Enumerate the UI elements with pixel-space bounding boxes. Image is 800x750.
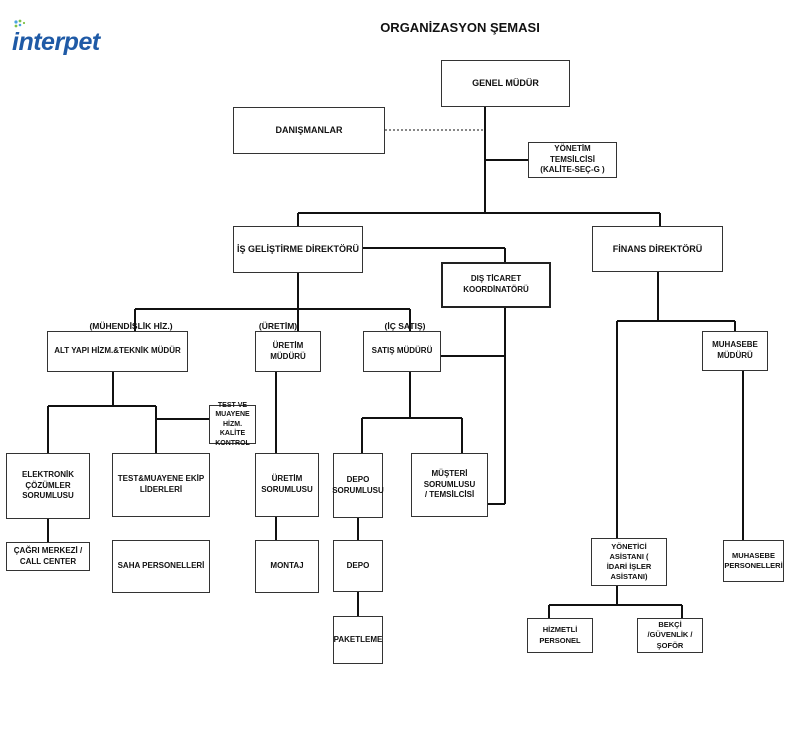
node-genel-mudur: GENEL MÜDÜR (441, 60, 570, 107)
node-saha-personelleri: SAHA PERSONELLERİ (112, 540, 210, 593)
node-montaj: MONTAJ (255, 540, 319, 593)
label-uretim: (ÜRETİM) (258, 321, 298, 331)
node-elektronik: ELEKTRONİK ÇÖZÜMLER SORUMLUSU (6, 453, 90, 519)
node-paketleme: PAKETLEME (333, 616, 383, 664)
node-test-ekip: TEST&MUAYENE EKİP LİDERLERİ (112, 453, 210, 517)
logo-dots-icon (14, 19, 26, 28)
interpet-logo: interpet (12, 28, 100, 56)
node-alt-yapi: ALT YAPI HİZM.&TEKNİK MÜDÜR (47, 331, 188, 372)
node-cagri-merkezi: ÇAĞRI MERKEZİ / CALL CENTER (6, 542, 90, 571)
label-ic-satis: (İÇ SATIŞ) (384, 321, 426, 331)
node-yonetici-asistani: YÖNETİCİ ASİSTANI ( İDARİ İŞLER ASİSTANI… (591, 538, 667, 586)
node-dis-ticaret: DIŞ TİCARET KOORDİNATÖRÜ (441, 262, 551, 308)
node-finans: FİNANS DİREKTÖRÜ (592, 226, 723, 272)
node-depo: DEPO (333, 540, 383, 592)
node-uretim-muduru: ÜRETİM MÜDÜRÜ (255, 331, 321, 372)
node-hizmetli-personel: HİZMETLİ PERSONEL (527, 618, 593, 653)
node-muhasebe-muduru: MUHASEBE MÜDÜRÜ (702, 331, 768, 371)
label-muhendislik: (MÜHENDİSLİK HİZ.) (89, 321, 173, 331)
node-danismanlar: DANIŞMANLAR (233, 107, 385, 154)
node-uretim-sorumlusu: ÜRETİM SORUMLUSU (255, 453, 319, 517)
node-bekci: BEKÇİ /GÜVENLİK / ŞOFÖR (637, 618, 703, 653)
node-depo-sorumlusu: DEPO SORUMLUSU (332, 453, 384, 518)
node-musteri-sorumlusu: MÜŞTERİ SORUMLUSU / TEMSİLCİSİ (411, 453, 488, 517)
node-yonetim-temsilcisi: YÖNETİM TEMSİLCİSİ (KALİTE-SEÇ-G ) (528, 142, 617, 178)
node-is-gelistirme: İŞ GELİŞTİRME DİREKTÖRÜ (233, 226, 363, 273)
node-test-muayene: TEST VE MUAYENE HİZM. KALİTE KONTROL (209, 402, 256, 447)
node-muhasebe-personelleri: MUHASEBE PERSONELLERİ (723, 540, 784, 582)
node-satis-muduru: SATIŞ MÜDÜRÜ (363, 331, 441, 372)
page-title: ORGANİZASYON ŞEMASI (380, 20, 540, 35)
